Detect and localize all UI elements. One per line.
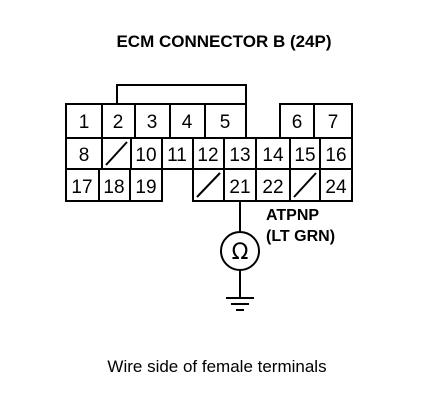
unused-terminal-23-mark — [293, 172, 317, 198]
connector-row-1 — [65, 103, 353, 139]
connector-lock-tab — [116, 84, 247, 104]
pin-label-16: 16 — [325, 145, 346, 166]
ohm-symbol: Ω — [232, 240, 249, 265]
pin-label-1: 1 — [79, 112, 90, 133]
diagram-caption: Wire side of female terminals — [107, 357, 326, 376]
signal-name: ATPNP — [266, 207, 319, 224]
pin-cell-24 — [319, 168, 353, 202]
pin-label-6: 6 — [292, 112, 303, 133]
pin-cell-19 — [129, 168, 163, 202]
pin-label-7: 7 — [328, 112, 339, 133]
signal-wire-color: (LT GRN) — [266, 228, 335, 245]
unused-terminal-20-mark — [196, 172, 221, 198]
pin-label-22: 22 — [262, 177, 283, 198]
pin-label-24: 24 — [325, 177, 347, 198]
pin-cell-17 — [65, 168, 100, 202]
pin-label-14: 14 — [262, 145, 284, 166]
unused-terminal-marks — [105, 141, 317, 198]
pin-label-4: 4 — [182, 112, 193, 133]
pin-label-2: 2 — [113, 112, 124, 133]
pin-label-19: 19 — [135, 177, 156, 198]
pin-label-18: 18 — [103, 177, 124, 198]
diagram-title: ECM CONNECTOR B (24P) — [116, 32, 331, 51]
pin-label-17: 17 — [71, 177, 92, 198]
pin-labels: 1 2 3 4 5 6 7 8 10 11 12 13 14 15 16 17 … — [71, 112, 347, 198]
pin-label-11: 11 — [167, 145, 187, 166]
pin-label-3: 3 — [147, 112, 158, 133]
pin-cell-8 — [65, 137, 103, 170]
pin-label-15: 15 — [294, 145, 315, 166]
pin-label-13: 13 — [229, 145, 250, 166]
ground-icon — [226, 297, 254, 311]
pin-label-12: 12 — [197, 145, 218, 166]
pin-label-10: 10 — [135, 145, 156, 166]
connector-row-3 — [65, 168, 353, 202]
unused-terminal-9-mark — [105, 141, 128, 166]
pin-cell-16 — [319, 137, 353, 170]
pin-label-21: 21 — [229, 177, 250, 198]
pin-label-8: 8 — [79, 145, 90, 166]
pin-cell-10 — [130, 137, 163, 170]
pin-label-5: 5 — [220, 112, 231, 133]
